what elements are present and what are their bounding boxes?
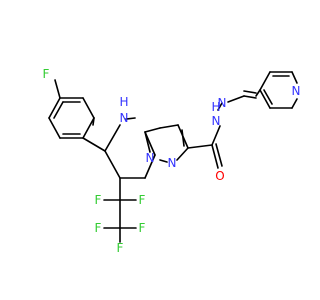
hydrazone-chain (217, 90, 257, 111)
fluorine-3-label: F (95, 221, 102, 235)
pyridine-nitrogen-label: N (292, 84, 300, 98)
fluorine-2-label: F (139, 193, 146, 207)
ring-nitrogen-label: N (120, 111, 129, 125)
imine-nitrogen-label: N (218, 96, 227, 110)
ring-nitrogen-hydrogen-label: H (119, 95, 128, 109)
molecule-structure: F N H N N O N H N N F F F F F (43, 67, 300, 255)
pyrazole-nitrogen-label: N (168, 156, 177, 170)
hydrazide-hydrogen-label: H (211, 100, 220, 114)
fluorine-4-label: F (139, 221, 146, 235)
fluorine-5-label: F (117, 241, 124, 255)
pyridine-ring (255, 71, 298, 109)
fluorophenyl-ring (48, 79, 95, 139)
carbonyl-oxygen-label: O (215, 169, 224, 183)
fluorine-1-label: F (95, 193, 102, 207)
hydrazide-nitrogen-label: N (212, 114, 221, 128)
pyrazole-ring (144, 124, 189, 163)
pentafluoroethyl-group (103, 177, 137, 243)
molecule-diagram: F N H N N O N H N N F F F F F (42, 67, 300, 255)
fluorine-aryl-label: F (43, 67, 50, 81)
pyrimidine-ring (104, 117, 161, 179)
bridgehead-nitrogen-label: N (146, 151, 155, 165)
carboxamide (187, 125, 223, 169)
